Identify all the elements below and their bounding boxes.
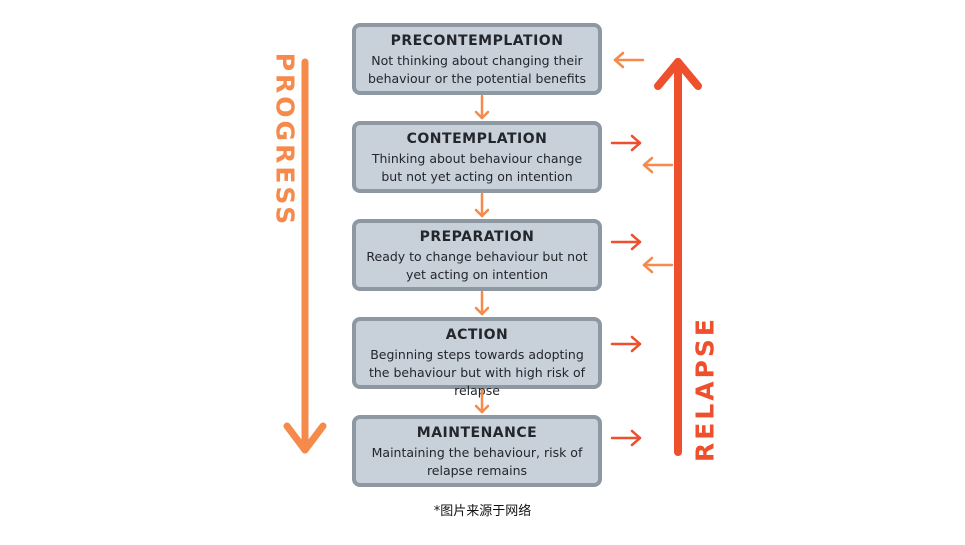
relapse-label: RELAPSE [690, 315, 720, 463]
stage-description: Ready to change behaviour but not yet ac… [366, 249, 588, 282]
stage-description: Maintaining the behaviour, risk of relap… [371, 445, 583, 478]
stage-action: ACTION Beginning steps towards adopting … [352, 317, 602, 398]
stage-description: Thinking about behaviour change but not … [371, 151, 583, 184]
stage-description: Not thinking about changing their behavi… [367, 53, 587, 86]
image-source-footnote: *图片来源于网络 [433, 504, 532, 519]
stage-title: CONTEMPLATION [406, 131, 548, 147]
stage-description: Beginning steps towards adopting the beh… [368, 347, 586, 398]
stage-preparation: PREPARATION Ready to change behaviour bu… [352, 219, 602, 291]
relapse-return-arrows [613, 51, 674, 274]
stage-connector-arrows [474, 94, 490, 414]
stage-title: PREPARATION [419, 229, 535, 245]
stage-maintenance: MAINTENANCE Maintaining the behaviour, r… [352, 415, 602, 487]
progress-label: PROGRESS [270, 52, 300, 228]
progress-arrow [283, 58, 327, 454]
stage-title: PRECONTEMPLATION [390, 33, 564, 49]
stage-precontemplation: PRECONTEMPLATION Not thinking about chan… [352, 23, 602, 95]
stage-contemplation: CONTEMPLATION Thinking about behaviour c… [352, 121, 602, 193]
stage-title: ACTION [445, 327, 509, 343]
relapse-exit-arrows [610, 134, 642, 447]
relapse-arrow [654, 58, 702, 456]
stage-title: MAINTENANCE [416, 425, 538, 441]
